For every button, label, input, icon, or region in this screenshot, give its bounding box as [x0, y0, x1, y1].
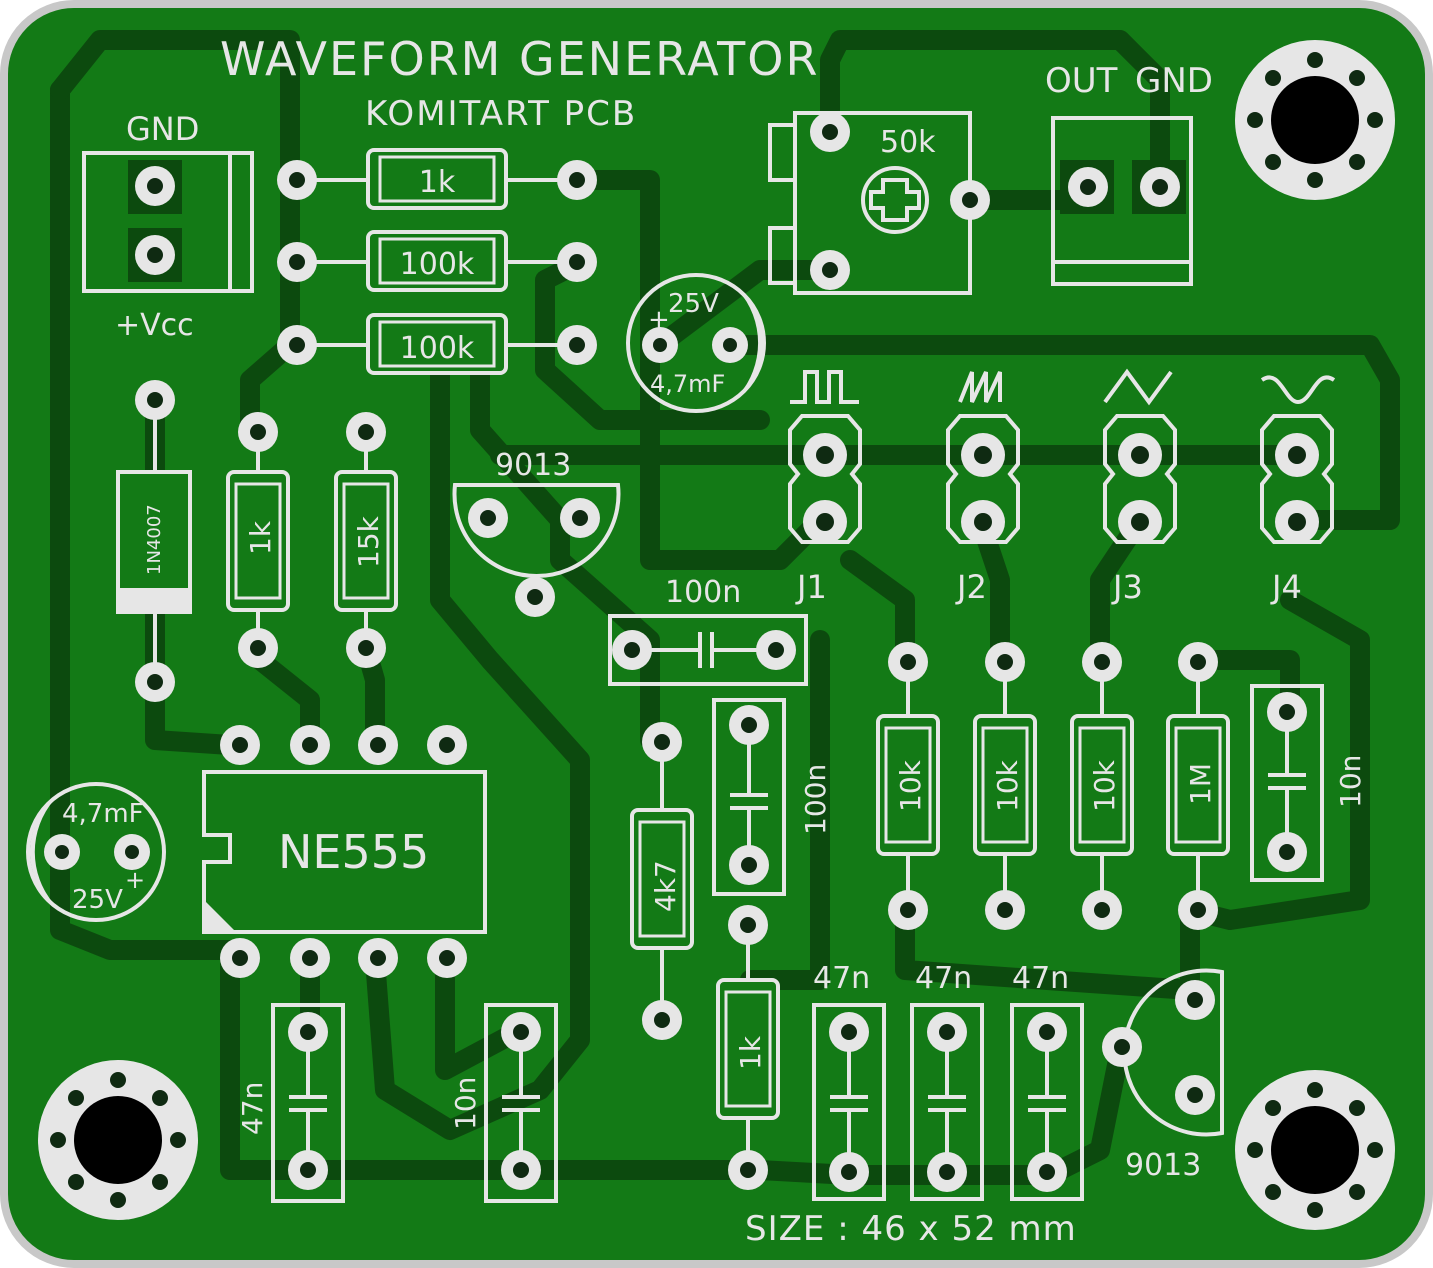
- svg-text:9013: 9013: [1125, 1148, 1201, 1183]
- svg-text:47n: 47n: [236, 1082, 269, 1135]
- capacitor-10n-right: 10n: [1250, 684, 1367, 882]
- resistor-1k-top: 1k: [277, 148, 597, 210]
- ic-ne555: NE555: [202, 725, 487, 978]
- mounting-hole-top-right: [1235, 40, 1395, 200]
- jumper-j3: J3: [1103, 414, 1177, 606]
- resistor-100k-top-a: 100k: [277, 230, 597, 292]
- svg-text:10k: 10k: [1088, 759, 1121, 812]
- capacitor-100n-horizontal: 100n: [608, 575, 808, 686]
- output-out-label: OUT: [1045, 61, 1118, 101]
- resistor-1M: 1M: [1166, 642, 1230, 930]
- power-terminal: GND +Vcc: [82, 110, 254, 343]
- resistor-4k7: 4k7: [630, 722, 694, 1040]
- diode-1n4007: 1N4007: [116, 380, 192, 702]
- resistor-1k-left: 1k: [226, 412, 290, 668]
- svg-text:47n: 47n: [915, 961, 972, 996]
- board-size-note: SIZE : 46 x 52 mm: [745, 1209, 1077, 1249]
- resistor-1k-lower: 1k: [716, 905, 780, 1190]
- svg-text:15k: 15k: [352, 515, 385, 568]
- resistor-10k-c: 10k: [1070, 642, 1134, 930]
- transistor-9013-bottom: 9013: [1102, 968, 1224, 1183]
- capacitor-10n-left: 10n: [449, 1003, 558, 1203]
- resistor-100k-top-b: 100k: [277, 313, 597, 375]
- output-gnd-label: GND: [1135, 61, 1213, 101]
- svg-text:25V: 25V: [668, 289, 719, 319]
- transistor-9013-top: 9013: [452, 448, 621, 617]
- svg-text:+: +: [125, 866, 145, 894]
- board-title: WAVEFORM GENERATOR: [220, 32, 819, 86]
- svg-text:J4: J4: [1270, 568, 1302, 606]
- resistor-15k-left: 15k: [334, 412, 398, 668]
- resistor-10k-a: 10k: [876, 642, 940, 930]
- jumper-j2: J2: [946, 414, 1020, 606]
- capacitor-47n-left: 47n: [236, 1003, 345, 1203]
- svg-text:100n: 100n: [665, 575, 741, 610]
- mounting-hole-bottom-left: [38, 1060, 198, 1220]
- svg-text:J2: J2: [955, 568, 987, 606]
- svg-text:1k: 1k: [734, 1035, 767, 1070]
- sawtooth-wave-icon: [958, 371, 1002, 403]
- svg-text:25V: 25V: [72, 885, 123, 915]
- sine-wave-icon: [1260, 375, 1336, 405]
- svg-text:4k7: 4k7: [649, 860, 682, 912]
- svg-text:47n: 47n: [813, 961, 870, 996]
- svg-text:1N4007: 1N4007: [144, 504, 165, 575]
- svg-text:50k: 50k: [880, 125, 936, 160]
- svg-text:10k: 10k: [991, 759, 1024, 812]
- capacitor-47n-b: 47n: [910, 961, 984, 1201]
- jumper-j4: J4: [1260, 414, 1334, 606]
- svg-text:9013: 9013: [495, 448, 571, 483]
- capacitor-47n-a: 47n: [812, 961, 886, 1201]
- square-wave-icon: [790, 370, 859, 404]
- board-subtitle: KOMITART PCB: [365, 94, 637, 134]
- power-gnd-label: GND: [126, 110, 199, 148]
- capacitor-electrolytic-top: + 25V 4,7mF: [626, 273, 766, 413]
- svg-text:10n: 10n: [1334, 755, 1367, 808]
- svg-text:100k: 100k: [400, 331, 475, 366]
- capacitor-47n-c: 47n: [1010, 961, 1084, 1201]
- potentiometer-50k: 50k: [768, 111, 990, 295]
- svg-text:100n: 100n: [799, 764, 832, 835]
- resistor-10k-b: 10k: [973, 642, 1037, 930]
- svg-text:J1: J1: [795, 568, 827, 606]
- svg-text:4,7mF: 4,7mF: [62, 799, 144, 829]
- svg-text:J3: J3: [1111, 568, 1143, 606]
- svg-text:47n: 47n: [1012, 961, 1069, 996]
- svg-text:1k: 1k: [244, 520, 277, 555]
- svg-text:+: +: [648, 305, 670, 335]
- svg-text:10n: 10n: [449, 1077, 482, 1130]
- capacitor-electrolytic-left: 4,7mF 25V +: [26, 782, 166, 922]
- ic-label: NE555: [278, 825, 429, 879]
- mounting-hole-bottom-right: [1235, 1070, 1395, 1230]
- triangle-wave-icon: [1103, 368, 1173, 406]
- svg-text:1k: 1k: [419, 165, 456, 200]
- svg-text:4,7mF: 4,7mF: [650, 370, 725, 398]
- output-terminal: OUT GND: [1045, 61, 1213, 286]
- svg-text:100k: 100k: [400, 247, 475, 282]
- svg-text:1M: 1M: [1184, 763, 1217, 805]
- jumper-j1: J1: [788, 414, 862, 606]
- power-vcc-label: +Vcc: [115, 308, 194, 343]
- capacitor-100n-vertical: 100n: [712, 698, 832, 896]
- svg-text:10k: 10k: [894, 759, 927, 812]
